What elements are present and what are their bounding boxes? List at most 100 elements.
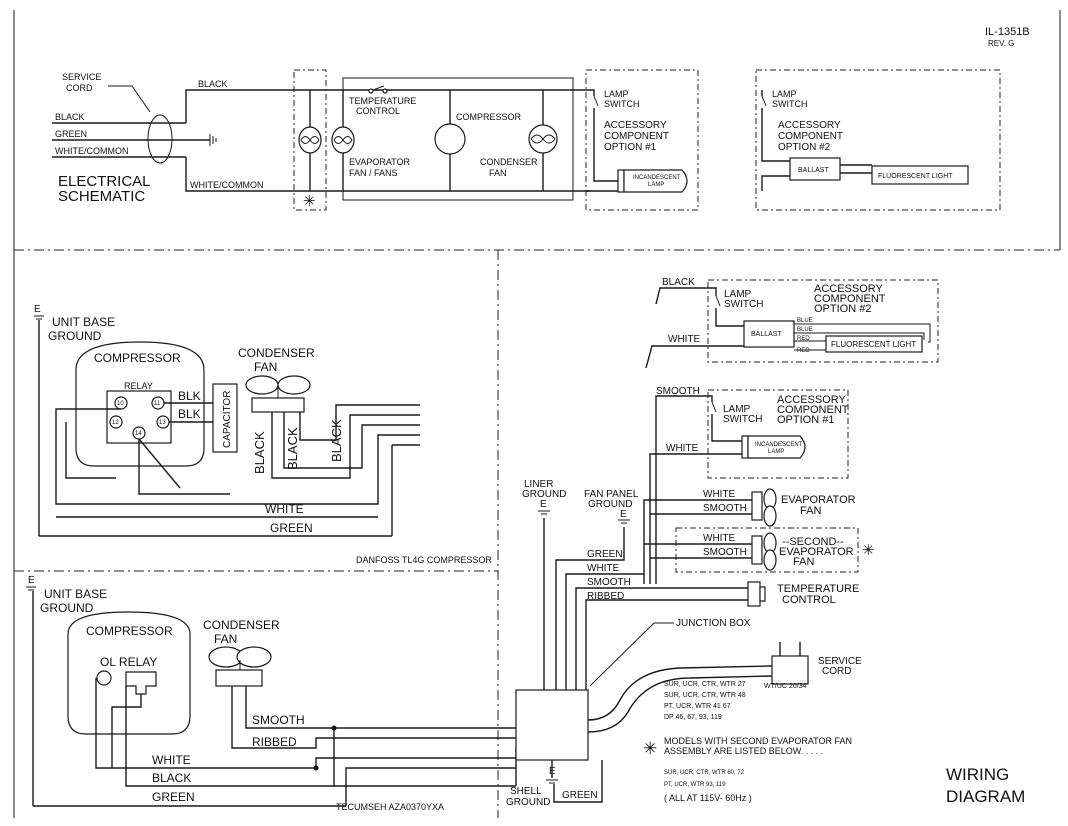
bottom-white-label: WHITE/COMMON (190, 180, 264, 190)
fluorescent-label: FLUORESCENT LIGHT (878, 173, 953, 180)
wd-opt2-label-2: COMPONENT (814, 293, 886, 305)
tec-unit-base: UNIT BASE (44, 587, 107, 601)
top-black-label: BLACK (198, 79, 228, 89)
service-cord-label: SERVICE (62, 72, 101, 82)
wd-blue-1: BLUE (797, 318, 813, 324)
wd-option1-box (707, 389, 849, 479)
wd-opt2-lamp: LAMP (724, 289, 752, 300)
doc-id: IL-1351B (985, 26, 1030, 38)
wd-fluorescent-label: FLUORESCENT LIGHT (831, 340, 916, 349)
wd-opt1-white: WHITE (666, 443, 699, 454)
evap-label: EVAPORATOR (781, 494, 856, 506)
tec-unit-base-2: GROUND (40, 601, 94, 615)
tec-black: BLACK (152, 771, 191, 785)
fluorescent-light-icon (871, 165, 969, 185)
wd-opt2-black: BLACK (662, 277, 695, 288)
ballast-label: BALLAST (798, 167, 829, 174)
opt2-label-3: OPTION #2 (778, 142, 831, 153)
danfoss-caption: DANFOSS TL4G COMPRESSOR (356, 555, 492, 565)
evap-fan-label: EVAPORATOR (349, 157, 411, 167)
schematic-white-label: WHITE/COMMON (55, 146, 129, 156)
wd-opt1-lamp: LAMP (723, 404, 751, 415)
incandescent-lamp-icon (623, 169, 688, 193)
wd-service-cord-2: CORD (822, 666, 851, 677)
harness-white: WHITE (587, 563, 620, 574)
wd-blue-2: BLUE (797, 327, 813, 333)
tec-condenser-fan-icon (208, 646, 272, 687)
pin-12: 12 (112, 420, 119, 426)
electrical-schematic: SERVICE CORD BLACK GREEN WHITE/COMMON EL… (52, 69, 1001, 211)
ballast-icon (789, 157, 841, 181)
harness-smooth: SMOOTH (587, 577, 631, 588)
tec-white: WHITE (152, 753, 191, 767)
wd-fluorescent-icon (825, 335, 923, 353)
second-label-3: FAN (793, 556, 814, 568)
schematic-title: ELECTRICAL (58, 173, 151, 190)
liner-ground-2: GROUND (522, 489, 566, 500)
danfoss-ground-e: E (34, 304, 41, 315)
danfoss-section: E UNIT BASE GROUND COMPRESSOR RELAY 10 1… (34, 304, 492, 565)
wd-lamp-switch-2-icon (715, 295, 721, 307)
second-evap-asterisk-icon: ✳ (862, 542, 875, 559)
pin-14: 14 (135, 431, 142, 437)
option2-box (755, 69, 1001, 211)
danfoss-cond-fan: CONDENSER (238, 346, 315, 360)
tecumseh-section: E UNIT BASE GROUND COMPRESSOR OL RELAY C… (26, 575, 517, 812)
model-line-4: DP 46, 67, 93, 119 (664, 714, 722, 721)
pin-13: 13 (159, 420, 166, 426)
cord-bundle (147, 114, 173, 164)
wd-opt1-smooth: SMOOTH (656, 386, 700, 397)
model-line-2: SUR, UCR, CTR, WTR 48 (664, 692, 746, 699)
wd-opt2-white: WHITE (668, 334, 701, 345)
opt2-label-2: COMPONENT (778, 131, 843, 142)
wt-uc-label: WT/UC 20/34 (764, 683, 807, 690)
tec-green: GREEN (152, 790, 195, 804)
second-evap-box (293, 69, 327, 211)
opt1-label-2: COMPONENT (604, 131, 669, 142)
opt2-lamp-switch-2: SWITCH (772, 99, 808, 109)
danfoss-green: GREEN (270, 521, 313, 535)
tec-cond-fan-2: FAN (214, 632, 237, 646)
liner-ground: LINER (524, 479, 553, 490)
wiring-title: WIRING (946, 765, 1009, 784)
shell-ground-2: GROUND (506, 797, 550, 808)
liner-ground-e: E (540, 499, 547, 510)
wd-opt2-label-3: OPTION #2 (814, 303, 871, 315)
harness-green: GREEN (587, 549, 623, 560)
danfoss-cond-fan-2: FAN (254, 360, 277, 374)
evap-smooth: SMOOTH (703, 503, 747, 514)
schematic-title-2: SCHEMATIC (58, 188, 145, 205)
service-cord-label-2: CORD (66, 83, 93, 93)
wd-opt1-label-3: OPTION #1 (777, 414, 834, 426)
wd-lamp-switch-1-icon (711, 401, 717, 413)
lamp-switch-icon (593, 95, 599, 107)
second-evap-fan-icon (763, 532, 777, 571)
shell-ground: SHELL (510, 786, 542, 797)
fan-panel-ground: FAN PANEL (584, 489, 639, 500)
wd-red-1: RED (797, 336, 810, 342)
danfoss-compressor-label: COMPRESSOR (94, 351, 181, 365)
evap-fan-label-2: FAN / FANS (349, 168, 398, 178)
opt1-label-3: OPTION #1 (604, 142, 657, 153)
opt1-label: ACCESSORY (604, 120, 667, 131)
temperature-control-switch-icon (372, 85, 385, 91)
tec-caption: TECUMSEH AZA0370YXA (336, 802, 444, 812)
wd-incandescent-icon (747, 435, 806, 459)
wd-opt1-label-2: COMPONENT (777, 404, 849, 416)
schematic-green-label: GREEN (55, 129, 87, 139)
second-model-2: PT, UCR, WTR 93, 119 (664, 782, 726, 788)
pin-11: 11 (154, 401, 161, 407)
danfoss-relay-label: RELAY (124, 381, 153, 391)
compressor-label: COMPRESSOR (456, 112, 522, 122)
incandescent-label: INCANDESCENT (633, 175, 681, 181)
wd-opt2-label: ACCESSORY (814, 283, 884, 295)
second-smooth: SMOOTH (703, 547, 747, 558)
temp-control-label-2: CONTROL (356, 106, 400, 116)
note-line-1: MODELS WITH SECOND EVAPORATOR FAN (664, 736, 852, 746)
junction-box-label: JUNCTION BOX (676, 618, 751, 629)
capacitor (212, 383, 238, 453)
junction-box (515, 689, 589, 761)
chassis-ground-icon (209, 134, 217, 146)
